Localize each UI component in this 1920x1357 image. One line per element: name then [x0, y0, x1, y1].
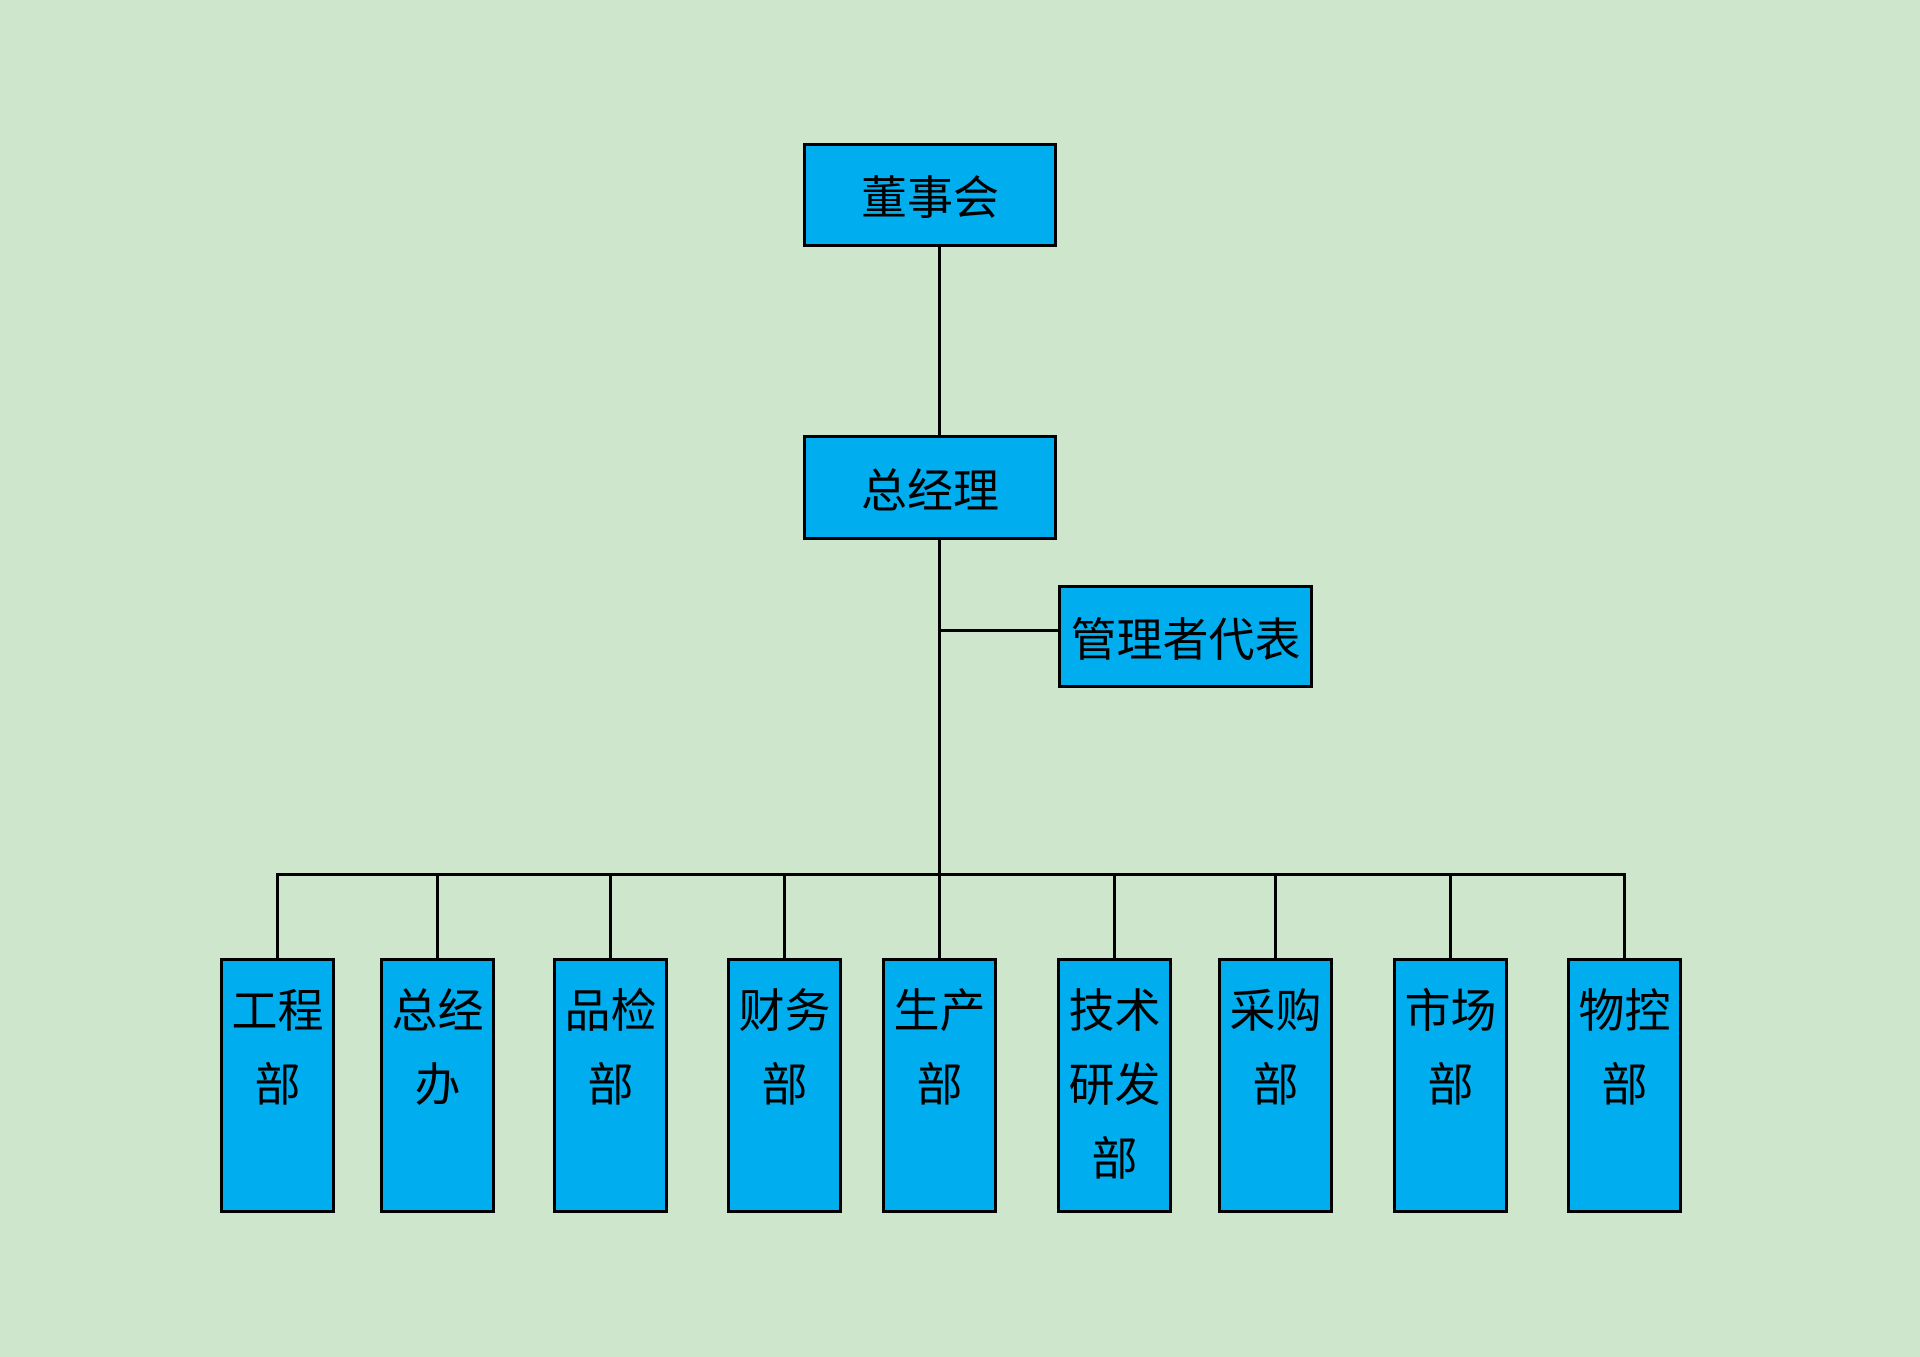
department-label: 物控部	[1578, 984, 1671, 1112]
connector-board-to-gm	[938, 247, 941, 435]
org-node-department-9: 物控部	[1567, 958, 1682, 1213]
drop-line	[276, 873, 279, 958]
drop-line	[1623, 873, 1626, 958]
drop-line	[938, 873, 941, 958]
department-label: 生产部	[893, 984, 986, 1112]
department-label: 工程部	[231, 984, 324, 1112]
drop-line	[783, 873, 786, 958]
department-label: 财务部	[738, 984, 831, 1112]
drop-line	[1113, 873, 1116, 958]
department-label: 总经办	[391, 984, 484, 1112]
department-label: 市场部	[1404, 984, 1497, 1112]
drop-line	[436, 873, 439, 958]
department-label: 采购部	[1229, 984, 1322, 1112]
department-label: 技术研发部	[1068, 984, 1161, 1186]
org-node-board: 董事会	[803, 143, 1057, 247]
org-node-department-8: 市场部	[1393, 958, 1508, 1213]
drop-line	[1449, 873, 1452, 958]
org-node-department-5: 生产部	[882, 958, 997, 1213]
org-node-department-7: 采购部	[1218, 958, 1333, 1213]
drop-line	[1274, 873, 1277, 958]
general-manager-label: 总经理	[861, 463, 999, 518]
management-rep-label: 管理者代表	[1070, 612, 1301, 667]
org-node-general-manager: 总经理	[803, 435, 1057, 540]
org-node-department-4: 财务部	[727, 958, 842, 1213]
connector-gm-to-management-rep	[939, 629, 1058, 632]
connector-gm-trunk	[938, 540, 941, 958]
connector-departments-bus	[276, 873, 1626, 876]
org-node-management-rep: 管理者代表	[1058, 585, 1313, 688]
org-node-department-6: 技术研发部	[1057, 958, 1172, 1213]
board-label: 董事会	[861, 171, 999, 225]
drop-line	[609, 873, 612, 958]
org-node-department-1: 工程部	[220, 958, 335, 1213]
org-node-department-3: 品检部	[553, 958, 668, 1213]
org-node-department-2: 总经办	[380, 958, 495, 1213]
department-label: 品检部	[564, 984, 657, 1112]
